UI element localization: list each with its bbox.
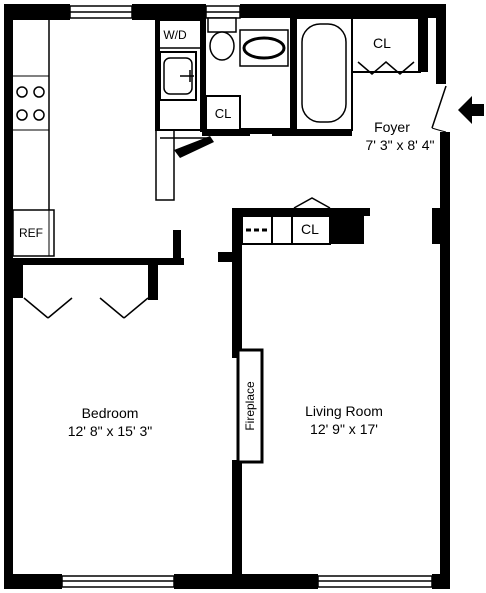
living-top-block: [330, 208, 364, 244]
entry-door-swing: [431, 85, 447, 129]
living-closet: CL: [241, 197, 331, 245]
wall-top-mid: [132, 4, 206, 20]
ref-label: REF: [19, 226, 43, 240]
bedroom-closet-doors: [23, 297, 149, 319]
bath-wall-left: [200, 20, 206, 92]
partition-wall-lower: [232, 460, 242, 589]
bedroom-name: Bedroom: [82, 405, 139, 421]
bath-closet: [205, 95, 241, 131]
living-closet-label: CL: [301, 221, 319, 237]
bedroom-dims: 12' 8" x 15' 3": [68, 423, 153, 439]
partition-wall-upper: [232, 208, 242, 358]
stove-icon: [16, 86, 45, 121]
foyer-name: Foyer: [374, 119, 410, 135]
foyer-dims: 7' 3" x 8' 4": [366, 137, 435, 153]
wall-left: [4, 4, 13, 589]
living-right-pillar: [432, 208, 446, 244]
kitchen-counter: [155, 129, 175, 201]
refrigerator: [12, 209, 55, 257]
entry-arrow-icon: [458, 96, 484, 124]
bedroom-top-wall: [4, 258, 184, 265]
living-top-wall: [232, 208, 370, 216]
fireplace: Fireplace: [236, 348, 264, 464]
windows: [61, 5, 433, 588]
foyer-closet-doors: [357, 61, 415, 75]
wall-bottom-left: [4, 574, 62, 589]
kitchen-partition: [156, 20, 160, 200]
bath-closet-wall: [202, 130, 250, 136]
foyer-wall-top: [272, 130, 352, 136]
bathroom: W/D CL: [155, 17, 353, 158]
angled-wall: [174, 136, 214, 158]
living-dims: 12' 9" x 17': [310, 421, 378, 437]
kitchen-stub-wall: [173, 230, 181, 258]
fireplace-label: Fireplace: [243, 381, 257, 431]
toilet-tank: [207, 17, 237, 33]
wall-top-bath: [240, 4, 430, 18]
wall-right-lower: [440, 132, 450, 589]
partition-stub: [218, 252, 234, 262]
kitchen: REF: [12, 20, 181, 258]
foyer-closet-box: [351, 17, 421, 73]
bath-wall-mid: [290, 18, 296, 132]
bath-wall-bottom: [240, 128, 290, 134]
interior-walls: [4, 208, 446, 589]
living-name: Living Room: [305, 403, 383, 419]
outer-walls: [4, 4, 450, 589]
toilet-icon: [209, 31, 235, 61]
fireplace-box: [236, 348, 264, 464]
bedroom-left-stub: [13, 262, 23, 298]
foyer-closet-wall: [418, 18, 428, 72]
foyer-closet-label: CL: [373, 35, 391, 51]
wd-label: W/D: [163, 28, 187, 42]
wall-bottom-mid: [174, 574, 318, 589]
wall-right-upper: [436, 4, 446, 84]
bath-wall-low: [200, 92, 206, 132]
bath-closet-label: CL: [215, 106, 232, 121]
foyer-closet: CL: [351, 17, 428, 75]
entry-door: [431, 85, 484, 133]
wall-top-left: [4, 4, 70, 20]
bedroom-right-upper: [148, 262, 158, 300]
bathtub-icon: [301, 23, 347, 123]
vanity-sink-icon: [242, 36, 286, 60]
